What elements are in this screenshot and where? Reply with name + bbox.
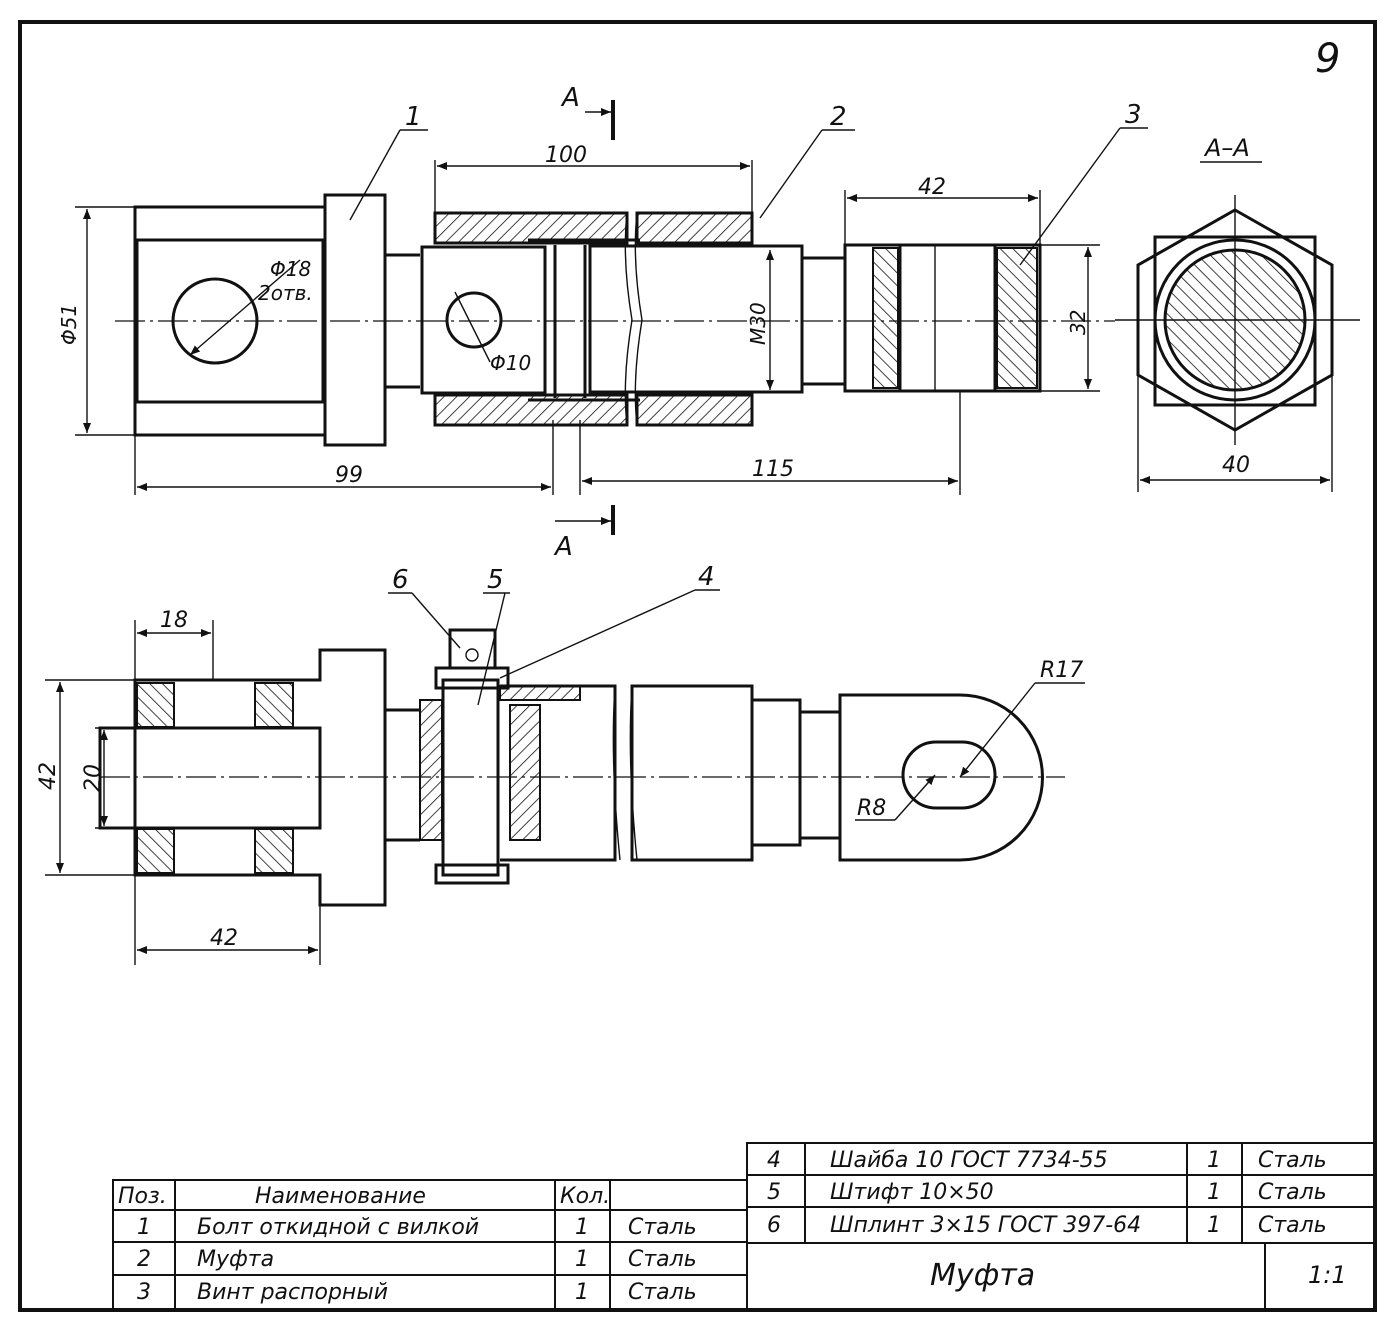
dim-holes: 2отв.	[258, 281, 313, 305]
dim-r17: R17	[1040, 658, 1083, 683]
bom-row4-qty: 1	[1207, 1148, 1221, 1173]
bom-row4-pos: 4	[767, 1148, 781, 1173]
bom-right: 4 Шайба 10 ГОСТ 7734-55 1 Сталь 5 Штифт …	[746, 1142, 1376, 1311]
bom-row3-material: Сталь	[628, 1280, 697, 1305]
bom-row5-qty: 1	[1207, 1180, 1221, 1205]
sheet-number: 9	[1315, 36, 1340, 82]
bom-row6-pos: 6	[767, 1213, 781, 1238]
bom-row5-material: Сталь	[1258, 1180, 1327, 1205]
bom-row1-name: Болт откидной с вилкой	[197, 1215, 479, 1240]
dim-42-top: 42	[918, 175, 946, 200]
dim-115: 115	[752, 457, 794, 482]
bom-row3-name: Винт распорный	[197, 1280, 388, 1305]
title-block-name: Муфта	[930, 1258, 1035, 1293]
label-pos-3: 3	[1125, 100, 1142, 130]
bom-header-pos: Поз.	[118, 1184, 167, 1209]
bottom-view: 18 42 20 42 R17 R8 6 5	[36, 562, 1085, 965]
bom-row5-pos: 5	[767, 1180, 781, 1205]
section-letter-top: А	[560, 83, 580, 113]
bom-row3-pos: 3	[137, 1280, 151, 1305]
dim-18: 18	[160, 608, 188, 633]
bom-header-qty: Кол.	[560, 1184, 610, 1209]
bottom-leaders: 6 5 4	[388, 562, 720, 706]
label-pos-4: 4	[698, 562, 715, 592]
section-title: А–А	[1203, 134, 1250, 162]
section-a-a	[1115, 195, 1360, 445]
bom-row5-name: Штифт 10×50	[830, 1180, 994, 1205]
bom-row1-pos: 1	[137, 1215, 151, 1240]
dim-42-left: 42	[36, 762, 61, 790]
pin-assembly	[419, 628, 840, 885]
bom-row1-qty: 1	[575, 1215, 589, 1240]
label-pos-1: 1	[405, 102, 422, 132]
section-letter-bottom: А	[553, 532, 573, 562]
label-pos-2: 2	[830, 102, 847, 132]
dim-phi10: Φ10	[490, 351, 531, 375]
label-pos-6: 6	[392, 565, 409, 595]
part-2-coupling	[420, 211, 845, 427]
bom-header-name: Наименование	[255, 1184, 426, 1209]
label-pos-5: 5	[487, 565, 504, 595]
bom-row6-qty: 1	[1207, 1213, 1221, 1238]
dim-20: 20	[81, 764, 106, 792]
top-leaders: 1 2 3	[349, 100, 1148, 266]
bom-row4-name: Шайба 10 ГОСТ 7734-55	[830, 1148, 1108, 1173]
bom-row2-material: Сталь	[628, 1247, 697, 1272]
dim-99: 99	[335, 463, 363, 488]
dim-100: 100	[545, 143, 587, 168]
bom-left: Поз. Наименование Кол. 1 Болт откидной с…	[112, 1179, 748, 1311]
dim-42-bottom: 42	[210, 926, 238, 951]
bom-row2-name: Муфта	[197, 1247, 274, 1272]
bom-row4-material: Сталь	[1258, 1148, 1327, 1173]
dim-r8: R8	[857, 796, 886, 821]
dim-m30: M30	[746, 302, 770, 345]
top-dimensions: 100 42 Φ51 Φ18 2отв. Φ10 M30 32 99	[57, 143, 1333, 495]
bom-row3-qty: 1	[575, 1280, 589, 1305]
bottom-dimensions: 18 42 20 42 R17 R8	[36, 608, 1085, 965]
bom-row2-qty: 1	[575, 1247, 589, 1272]
dim-phi18: Φ18	[270, 257, 311, 281]
dim-40: 40	[1222, 453, 1250, 478]
section-cut-marks: А А А–А	[553, 83, 1262, 562]
bom-row6-material: Сталь	[1258, 1213, 1327, 1238]
part-3-screw	[843, 243, 1042, 393]
eye-end	[838, 693, 1044, 862]
dim-32: 32	[1066, 310, 1090, 335]
title-block-scale: 1:1	[1308, 1261, 1347, 1289]
top-view: 100 42 Φ51 Φ18 2отв. Φ10 M30 32 99	[57, 83, 1360, 562]
bom-row6-name: Шплинт 3×15 ГОСТ 397-64	[830, 1213, 1141, 1238]
bom-row2-pos: 2	[137, 1247, 151, 1272]
part-1-fork-bolt	[133, 193, 420, 447]
bom-row1-material: Сталь	[628, 1215, 697, 1240]
dim-phi51: Φ51	[57, 304, 81, 345]
